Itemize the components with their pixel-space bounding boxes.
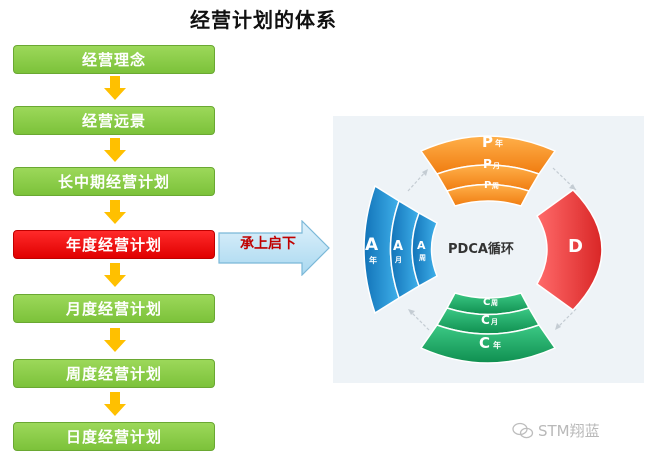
- pdca-p-letter: P: [483, 157, 492, 171]
- pdca-c-letter: C: [481, 313, 490, 327]
- pdca-c-sub-year: 年: [493, 340, 501, 350]
- pdca-a-sub-month: 月: [394, 256, 402, 264]
- pdca-a-week-segment: [411, 211, 438, 288]
- pdca-a-letter: A: [365, 235, 379, 255]
- down-arrow-icon: [104, 200, 126, 224]
- cycle-arrow-icon: [555, 323, 561, 330]
- pdca-center-label: PDCA循环: [448, 241, 514, 257]
- pdca-c-letter: C: [483, 297, 490, 308]
- pdca-p-letter: P: [482, 133, 493, 151]
- pdca-d-segment: [536, 189, 603, 311]
- pdca-c-year-segment: [419, 324, 557, 364]
- pdca-a-sub-week: 周: [419, 253, 426, 262]
- box-annual-plan: 年度经营计划: [13, 230, 215, 259]
- pdca-a-letter: A: [393, 239, 403, 254]
- down-arrow-icon: [104, 76, 126, 100]
- box-long-mid-term-plan: 长中期经营计划: [13, 167, 215, 196]
- callout-arrow-icon: [218, 220, 330, 276]
- watermark-text: STM翔蓝: [538, 422, 600, 440]
- cycle-arrow-icon: [408, 309, 415, 315]
- pdca-a-sub-year: 年: [369, 255, 377, 265]
- wechat-icon: [512, 422, 534, 438]
- cycle-arrow-icon: [569, 184, 576, 190]
- pdca-d-letter: D: [568, 236, 583, 257]
- box-daily-plan: 日度经营计划: [13, 422, 215, 451]
- cycle-arrow-icon: [422, 169, 428, 176]
- box-weekly-plan: 周度经营计划: [13, 359, 215, 388]
- down-arrow-icon: [104, 138, 126, 162]
- box-monthly-plan: 月度经营计划: [13, 294, 215, 323]
- down-arrow-icon: [104, 392, 126, 416]
- pdca-p-sub-month: 月: [492, 162, 500, 170]
- pdca-a-letter: A: [417, 239, 426, 252]
- pdca-c-sub-month: 月: [490, 318, 498, 326]
- down-arrow-icon: [104, 263, 126, 287]
- pdca-cycle-diagram: P 年 P 月 P 周 C 周 C 月 C 年 A 年 A 月 A 周 D PD…: [363, 133, 603, 364]
- pdca-c-letter: C: [479, 334, 490, 352]
- down-arrow-icon: [104, 328, 126, 352]
- pdca-p-sub-week: 周: [492, 181, 499, 190]
- watermark: STM翔蓝: [512, 420, 600, 441]
- pdca-p-letter: P: [484, 180, 491, 191]
- pdca-p-week-segment: [445, 183, 531, 207]
- diagram-title: 经营计划的体系: [190, 8, 337, 32]
- box-business-vision: 经营远景: [13, 106, 215, 135]
- pdca-p-sub-year: 年: [495, 138, 503, 148]
- callout-label: 承上启下: [240, 236, 296, 252]
- pdca-c-sub-week: 周: [491, 298, 498, 307]
- box-business-philosophy: 经营理念: [13, 45, 215, 74]
